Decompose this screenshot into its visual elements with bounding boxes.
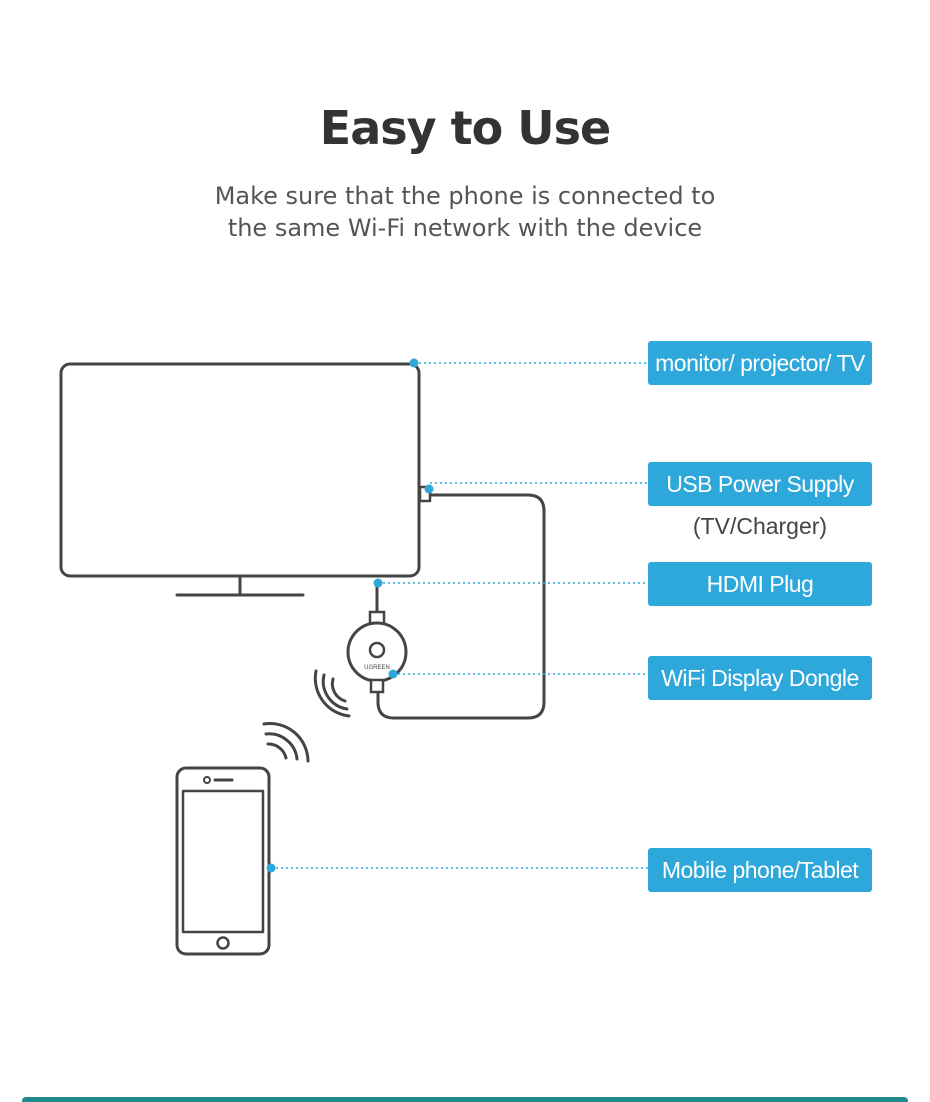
page-title: Easy to Use	[319, 101, 611, 155]
label-monitor: monitor/ projector/ TV	[648, 341, 872, 385]
label-phone: Mobile phone/Tablet	[648, 848, 872, 892]
label-usb-power: USB Power Supply	[648, 462, 872, 506]
bottom-divider	[22, 1097, 908, 1102]
dongle-brand: UGREEN	[364, 665, 390, 671]
label-dongle: WiFi Display Dongle	[648, 656, 872, 700]
subtitle-line-2: the same Wi-Fi network with the device	[227, 214, 703, 242]
usb-cable	[376, 493, 546, 720]
dongle-icon: UGREEN	[346, 610, 408, 694]
leader-dots	[266, 358, 434, 873]
subtitle-line-1: Make sure that the phone is connected to	[214, 182, 716, 210]
label-usb-power-note: (TV/Charger)	[692, 513, 828, 539]
wifi-signal-icon	[313, 669, 351, 718]
monitor-icon	[59, 362, 432, 597]
page-subtitle: Make sure that the phone is connected to…	[0, 180, 930, 244]
wifi-signal-icon	[262, 722, 310, 763]
label-hdmi: HDMI Plug	[648, 562, 872, 606]
phone-icon	[175, 766, 271, 956]
leader-lines	[271, 362, 648, 869]
